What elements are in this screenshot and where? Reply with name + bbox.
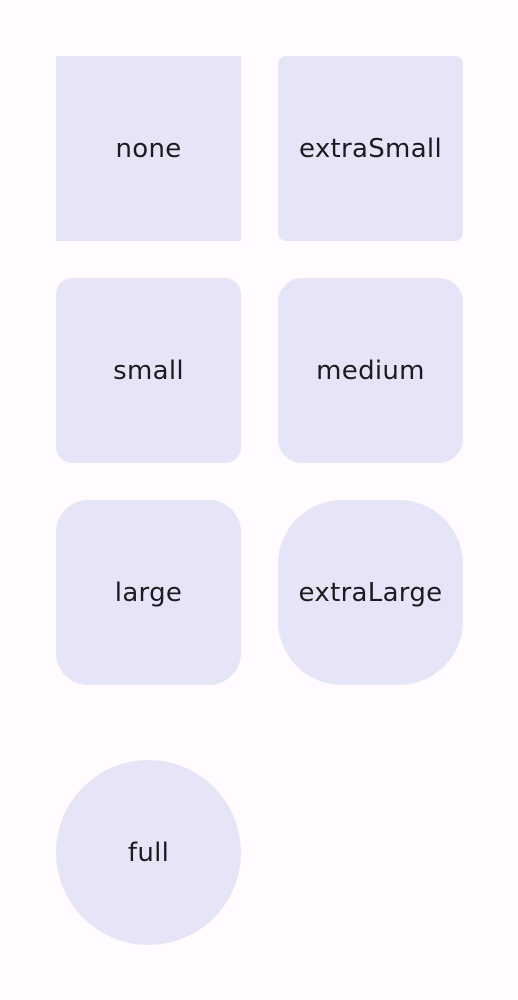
- shape-label-extra-large: extraLarge: [298, 577, 443, 608]
- shape-tile-none: none: [56, 56, 241, 241]
- shape-label-full: full: [127, 837, 170, 868]
- shape-label-small: small: [113, 355, 184, 386]
- shape-label-medium: medium: [316, 355, 425, 386]
- shape-label-extra-small: extraSmall: [299, 133, 442, 164]
- shape-tile-large: large: [56, 500, 241, 685]
- shape-label-large: large: [114, 577, 183, 608]
- shape-tile-extra-small: extraSmall: [278, 56, 463, 241]
- shape-tile-medium: medium: [278, 278, 463, 463]
- shape-tile-full: full: [56, 760, 241, 945]
- shape-tile-small: small: [56, 278, 241, 463]
- shape-label-none: none: [115, 133, 182, 164]
- shape-tile-extra-large: extraLarge: [278, 500, 463, 685]
